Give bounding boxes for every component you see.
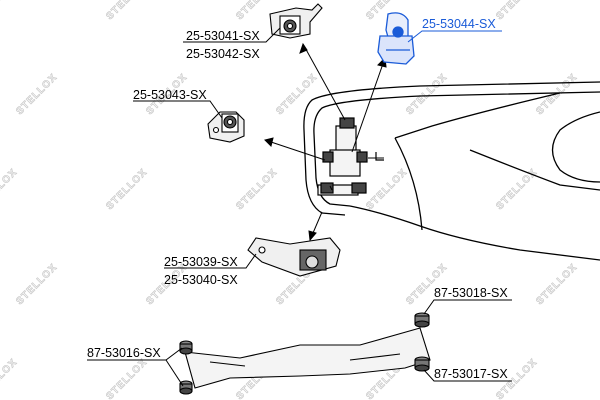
watermark-text: STELLOX bbox=[104, 167, 149, 212]
stellox-watermark: STELLOX STELLOX STELLOX STELLOX STELLOX STELL… bbox=[0, 0, 580, 400]
watermark-text: STELLOX bbox=[364, 167, 409, 212]
leader-lines bbox=[87, 27, 512, 387]
watermark-text: STELLOX bbox=[104, 0, 149, 22]
label-87-53018: 87-53018-SX bbox=[434, 286, 508, 300]
watermark-text: STELLOX bbox=[274, 72, 319, 117]
engine-mount-part-4 bbox=[247, 237, 341, 277]
engine-assembly bbox=[317, 117, 384, 196]
part-labels: 25-53041-SX 25-53042-SX 25-53044-SX 25-5… bbox=[87, 17, 508, 381]
label-25-53044: 25-53044-SX bbox=[422, 17, 496, 31]
watermark-text: STELLOX bbox=[104, 357, 149, 400]
leader-line-highlight bbox=[407, 30, 502, 43]
bushing-part-6 bbox=[179, 340, 193, 355]
bushing-part-5 bbox=[414, 312, 430, 328]
label-25-53041: 25-53041-SX bbox=[186, 29, 260, 43]
watermark-text: STELLOX bbox=[0, 167, 20, 212]
watermark-text: STELLOX bbox=[404, 72, 449, 117]
engine-mount-part-1 bbox=[269, 3, 323, 39]
label-25-53042: 25-53042-SX bbox=[186, 47, 260, 61]
watermark-text: STELLOX bbox=[494, 0, 539, 22]
engine-mount-part-3 bbox=[207, 111, 245, 143]
label-25-53043: 25-53043-SX bbox=[133, 88, 207, 102]
watermark-text: STELLOX bbox=[534, 262, 579, 307]
watermark-text: STELLOX bbox=[0, 357, 20, 400]
watermark-text: STELLOX bbox=[14, 262, 59, 307]
pointer-arrows bbox=[264, 42, 387, 242]
watermark-text: STELLOX bbox=[0, 0, 20, 22]
engine-mount-part-2 bbox=[377, 12, 415, 65]
watermark-text: STELLOX bbox=[14, 72, 59, 117]
label-25-53039: 25-53039-SX bbox=[164, 255, 238, 269]
watermark-text: STELLOX bbox=[494, 167, 539, 212]
watermark-text: STELLOX bbox=[234, 167, 279, 212]
watermark-text: STELLOX bbox=[534, 72, 579, 117]
bushing-part-7 bbox=[414, 356, 430, 372]
label-87-53016: 87-53016-SX bbox=[87, 346, 161, 360]
label-25-53040: 25-53040-SX bbox=[164, 273, 238, 287]
label-87-53017: 87-53017-SX bbox=[434, 367, 508, 381]
bushing-part-6b bbox=[179, 380, 193, 395]
